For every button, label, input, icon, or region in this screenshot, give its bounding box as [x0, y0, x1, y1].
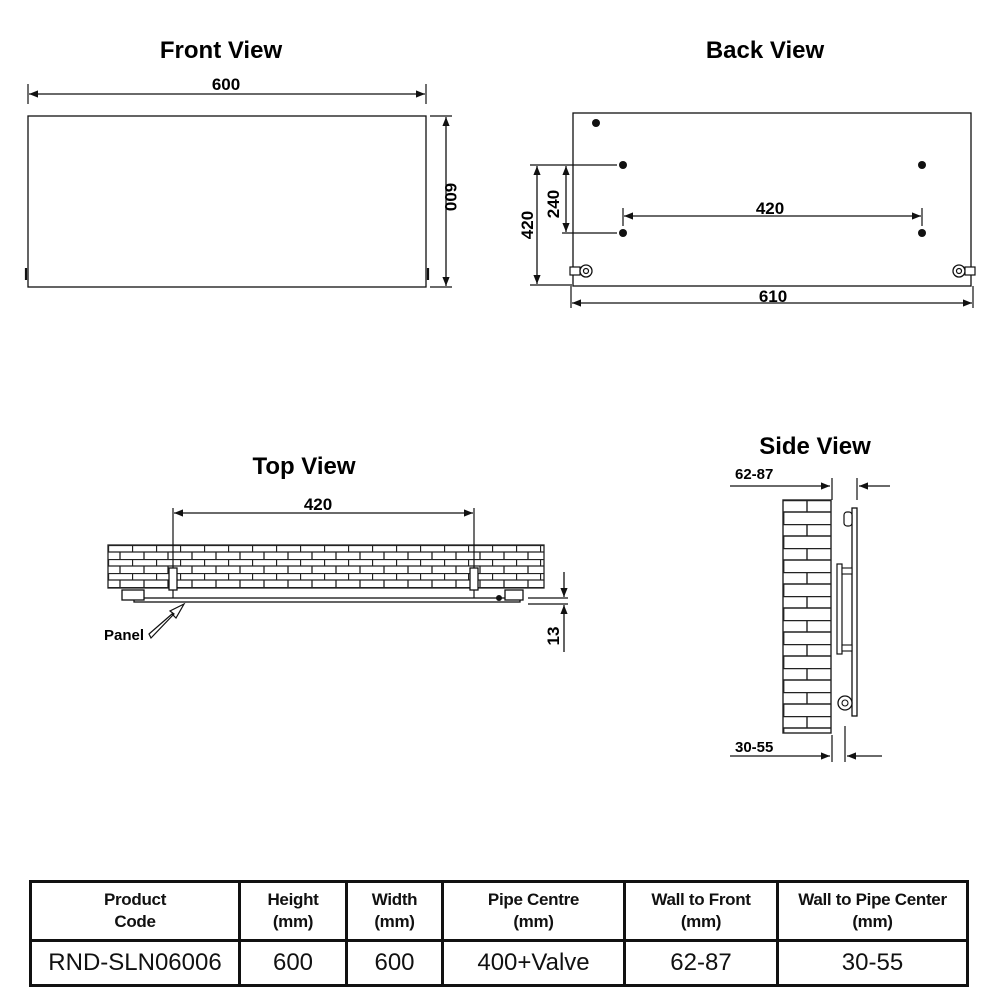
- cell-pipe-centre: 400+Valve: [441, 939, 626, 987]
- side-view: Side View 62-87 30-55: [730, 433, 890, 762]
- bracket-spacing-label: 420: [756, 199, 784, 218]
- cell-wall-to-pipe-center: 30-55: [776, 939, 969, 987]
- overall-width-label: 610: [759, 287, 787, 306]
- wall-to-pipe-label: 30-55: [735, 739, 773, 756]
- valve-right: [504, 589, 524, 601]
- table-row: RND-SLN06006 600 600 400+Valve 62-87 30-…: [29, 939, 969, 987]
- panel-callout-label: Panel: [104, 627, 144, 644]
- top-bracket-spacing-label: 420: [304, 495, 332, 514]
- bracket-dot: [619, 229, 627, 237]
- panel-profile: [133, 597, 521, 603]
- bracket-height-label: 240: [544, 190, 563, 218]
- front-height-label: 600: [441, 183, 460, 211]
- cell-wall-to-front: 62-87: [623, 939, 779, 987]
- wall-brick-section: [782, 499, 832, 734]
- top-view: Top View 420 13 Panel: [104, 453, 568, 652]
- panel-callout-arrow: [148, 602, 186, 640]
- front-view: Front View 600 600: [24, 37, 460, 288]
- valve-left: [121, 589, 145, 601]
- side-view-title: Side View: [759, 433, 871, 460]
- header-wall-to-front: Wall to Front(mm): [623, 880, 779, 942]
- back-view: Back View 420 240 420: [518, 37, 976, 308]
- panel-thickness-label: 13: [544, 627, 563, 646]
- panel-side-profile: [851, 507, 858, 717]
- valve-right: [952, 264, 976, 278]
- header-wall-to-pipe-center: Wall to Pipe Center(mm): [776, 880, 969, 942]
- bracket-dot: [619, 161, 627, 169]
- front-view-title: Front View: [160, 37, 283, 64]
- top-view-title: Top View: [252, 453, 355, 480]
- header-pipe-centre: Pipe Centre(mm): [441, 880, 626, 942]
- air-vent-dot: [592, 119, 600, 127]
- wall-bracket: [836, 563, 843, 655]
- wall-to-front-label: 62-87: [735, 466, 773, 483]
- technical-drawing: Front View 600 600 Back View: [24, 37, 976, 762]
- back-panel-outline: [572, 112, 972, 287]
- bracket-dot: [918, 229, 926, 237]
- cell-height: 600: [238, 939, 348, 987]
- front-width-label: 600: [212, 75, 240, 94]
- header-width: Width(mm): [345, 880, 444, 942]
- cell-product-code: RND-SLN06006: [29, 939, 241, 987]
- bracket: [168, 567, 178, 591]
- bracket-dot: [918, 161, 926, 169]
- back-view-title: Back View: [706, 37, 825, 64]
- cell-width: 600: [345, 939, 444, 987]
- front-panel-outline: [27, 115, 427, 288]
- bracket-to-bottom-label: 420: [518, 211, 537, 239]
- valve-left: [569, 264, 593, 278]
- bracket: [469, 567, 479, 591]
- header-height: Height(mm): [238, 880, 348, 942]
